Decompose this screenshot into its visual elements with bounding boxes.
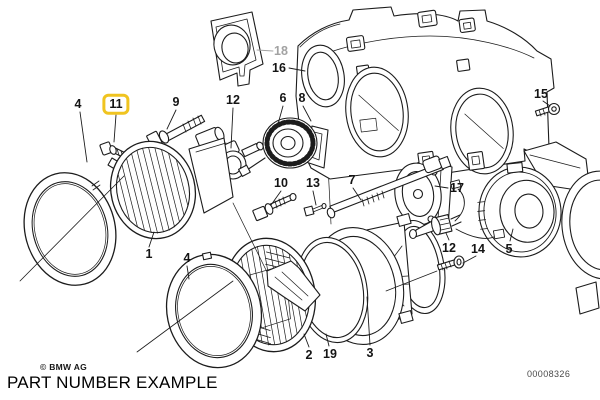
bulb-10 xyxy=(252,192,297,222)
bezel-18 xyxy=(210,11,264,87)
screw-15 xyxy=(534,102,561,117)
part-callout-3[interactable]: 3 xyxy=(366,345,374,360)
bulb-13 xyxy=(303,202,327,217)
trim-ring-4-lower xyxy=(136,251,263,369)
part-callout-16[interactable]: 16 xyxy=(272,60,286,75)
part-callout-19[interactable]: 19 xyxy=(323,346,337,361)
part-callout-4[interactable]: 4 xyxy=(74,96,82,111)
part-callout-5[interactable]: 5 xyxy=(505,241,513,256)
part-callout-14[interactable]: 14 xyxy=(471,241,485,256)
leader-lines xyxy=(79,49,551,348)
part-callout-11[interactable]: 11 xyxy=(102,93,130,115)
right-edge-foot xyxy=(575,281,600,315)
part-callout-6[interactable]: 6 xyxy=(279,90,287,105)
part-callout-9[interactable]: 9 xyxy=(172,94,180,109)
part-callout-12[interactable]: 12 xyxy=(226,92,240,107)
bmw-copyright: © BMW AG xyxy=(40,362,88,372)
part-callout-2[interactable]: 2 xyxy=(305,347,313,362)
headlight-lens-1 xyxy=(109,140,197,240)
trim-ring-4-upper xyxy=(19,172,125,286)
right-edge-cap xyxy=(561,170,600,280)
part-callout-12-lower[interactable]: 12 xyxy=(442,240,456,255)
caption-part-number-example: PART NUMBER EXAMPLE xyxy=(7,373,218,392)
lens-housing-1 xyxy=(188,126,321,312)
part-callout-4-lower[interactable]: 4 xyxy=(183,250,191,265)
diagram-number: 00008326 xyxy=(527,369,571,379)
adjusting-rod-7 xyxy=(326,155,452,219)
part-callout-1[interactable]: 1 xyxy=(145,246,153,261)
socket-ring-17 xyxy=(394,161,453,229)
gasket-ring-16 xyxy=(301,44,345,108)
adjuster-wheel-6-8 xyxy=(238,117,329,177)
part-callout-10[interactable]: 10 xyxy=(274,175,288,190)
part-callout-8[interactable]: 8 xyxy=(298,90,306,105)
halogen-bulb-12 xyxy=(408,213,462,240)
bulb-wires xyxy=(449,179,506,240)
screw-14 xyxy=(385,255,465,292)
part-callout-13[interactable]: 13 xyxy=(306,175,320,190)
housing-panel xyxy=(295,6,591,193)
part-callout-15[interactable]: 15 xyxy=(534,86,548,101)
part-callout-7[interactable]: 7 xyxy=(348,172,356,187)
part-callout-18[interactable]: 18 xyxy=(274,43,288,58)
part-callout-17[interactable]: 17 xyxy=(450,180,464,195)
